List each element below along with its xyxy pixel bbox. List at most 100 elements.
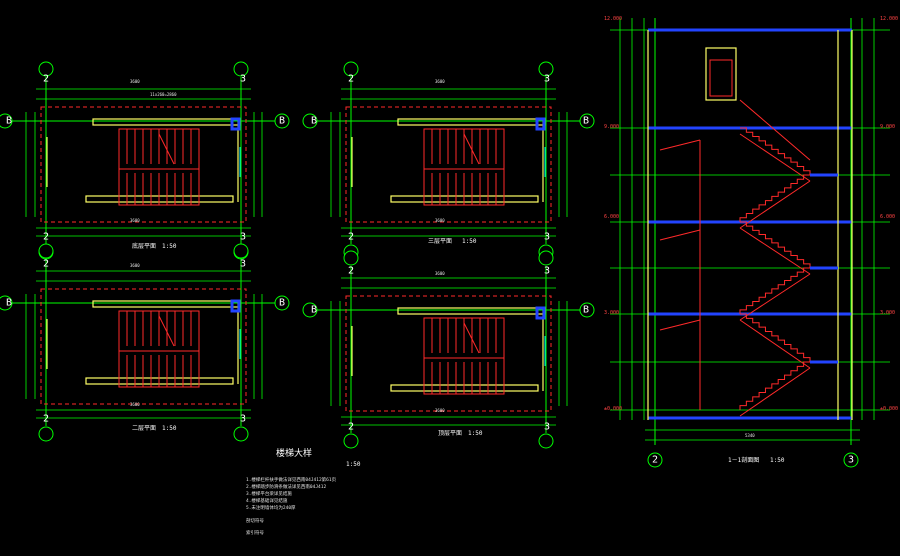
section-rail-left-3 — [659, 319, 701, 331]
plan-1-dim-bottom: 3600 — [130, 218, 140, 223]
plan-1-bubble-tr — [233, 61, 249, 77]
plan-1-break-line — [158, 133, 175, 165]
plan-3-title: 三层平面 — [428, 238, 452, 245]
plan-1-axis-row-l: B — [6, 116, 12, 127]
section-title: 1－1剖面图 — [728, 456, 759, 464]
plan-4-axis-tr: 3 — [544, 266, 550, 277]
plan-1-axis-tr: 3 — [240, 74, 246, 85]
plan-2-axis-row-r: B — [279, 298, 285, 309]
plan-2-bubble-br — [233, 426, 249, 442]
plan-2-bubble-tr — [233, 243, 249, 259]
plan-4-dim-bottom: 3600 — [435, 408, 445, 413]
section-rail-left — [659, 139, 701, 151]
plan-4-bubble-tl — [343, 250, 359, 266]
section-flight-5 — [740, 313, 811, 362]
section-axis-l: 2 — [652, 455, 658, 466]
plan-3-bubble-tr — [538, 61, 554, 77]
section-door-leaf — [709, 59, 733, 97]
plan-1-axis-tl: 2 — [43, 74, 49, 85]
plan-3-axis-br: 3 — [544, 232, 550, 243]
level-0: ±0.000 — [604, 406, 622, 412]
plan-3-axis-tl: 2 — [348, 74, 354, 85]
section-flight-1-soffit — [739, 133, 811, 182]
plan-4-bubble-row-r — [579, 302, 595, 318]
section-door-frame — [705, 47, 737, 101]
sheet-scale: 1:50 — [346, 461, 361, 468]
section-flight-4 — [739, 267, 810, 314]
plan-1-wall-outline — [40, 106, 247, 223]
plan-1-axis-br: 3 — [240, 232, 246, 243]
plan-1-bubble-tl — [38, 61, 54, 77]
plan-1-axis-bl: 2 — [43, 232, 49, 243]
plan-2-column — [230, 299, 241, 313]
plan-4-axis-bl: 2 — [348, 422, 354, 433]
plan-4-bubble-row-l — [302, 302, 318, 318]
plan-1-bubble-row-l — [0, 113, 13, 129]
plan-2-dim-top: 3600 — [130, 263, 140, 268]
section-scale: 1:50 — [770, 457, 785, 464]
section-flight-3-soffit — [739, 227, 811, 275]
level-1-r: 3.000 — [880, 310, 895, 316]
plan-3-wall-outline — [345, 106, 552, 223]
plan-4-bubble-bl — [343, 433, 359, 449]
note-4: 4.楼梯基础详见结施 — [246, 497, 288, 504]
plan-2-scale: 1:50 — [162, 425, 177, 432]
section-bubble-3 — [843, 452, 859, 468]
plan-2-stair-outline — [118, 310, 200, 388]
legend-sym-1: 剖切符号 — [246, 517, 264, 524]
plan-4-break-line — [463, 322, 480, 354]
plan-4-bubble-br — [538, 433, 554, 449]
level-0-r: ±0.000 — [880, 406, 898, 412]
section-dim: 5340 — [745, 433, 755, 438]
plan-1-axis-row-r: B — [279, 116, 285, 127]
level-2: 6.000 — [604, 214, 619, 220]
sheet-title: 楼梯大样 — [276, 447, 312, 459]
plan-4-axis-tl: 2 — [348, 266, 354, 277]
plan-3-column — [535, 117, 546, 131]
plan-3-dim-top: 3600 — [435, 79, 445, 84]
note-5: 5.未注明墙体均为240厚 — [246, 504, 296, 511]
section-flight-2-soffit — [739, 180, 811, 229]
section-axis-r: 3 — [848, 455, 854, 466]
plan-2-title: 二层平面 — [132, 425, 156, 432]
note-2: 2.楼梯踏步防滑条做法详见西南04J412 — [246, 483, 326, 490]
plan-2-bubble-bl — [38, 426, 54, 442]
plan-1-dim-top: 3600 — [130, 79, 140, 84]
level-3-r: 9.000 — [880, 124, 895, 130]
plan-2-bubble-tl — [38, 243, 54, 259]
plan-3-dim-bottom: 3600 — [435, 218, 445, 223]
section-flight-1 — [740, 127, 811, 175]
plan-1-bubble-row-r — [274, 113, 290, 129]
plan-1-title: 底层平面 — [132, 242, 156, 250]
level-4-r: 12.000 — [880, 16, 898, 22]
level-2-r: 6.000 — [880, 214, 895, 220]
plan-3-axis-tr: 3 — [544, 74, 550, 85]
plan-3-bubble-row-r — [579, 113, 595, 129]
plan-1-scale: 1:50 — [162, 243, 177, 250]
plan-1-stair-outline — [118, 128, 200, 206]
plan-2-axis-bl: 2 — [43, 414, 49, 425]
plan-2-axis-tl: 2 — [43, 259, 49, 270]
plan-4-scale: 1:50 — [468, 430, 483, 437]
legend-sym-2: 索引符号 — [246, 529, 264, 536]
plan-4-wall-outline — [345, 295, 552, 412]
section-flight-6 — [739, 361, 810, 410]
section-flight-2 — [739, 174, 810, 222]
level-4: 12.000 — [604, 16, 622, 22]
plan-2-axis-br: 3 — [240, 414, 246, 425]
plan-4-stair-outline — [423, 317, 505, 395]
plan-2-axis-tr: 3 — [240, 259, 246, 270]
section-bubble-2 — [647, 452, 663, 468]
plan-3-stair-outline — [423, 128, 505, 206]
plan-3-bubble-tl — [343, 61, 359, 77]
plan-4-bubble-tr — [538, 250, 554, 266]
plan-4-axis-row-l: B — [311, 305, 317, 316]
plan-2-axis-row-l: B — [6, 298, 12, 309]
plan-2-bubble-row-r — [274, 295, 290, 311]
level-1: 3.000 — [604, 310, 619, 316]
note-1: 1.楼梯栏杆扶手做法详见西南04J412第61页 — [246, 476, 337, 483]
section-rail-top — [739, 99, 811, 161]
plan-3-scale: 1:50 — [462, 238, 477, 245]
